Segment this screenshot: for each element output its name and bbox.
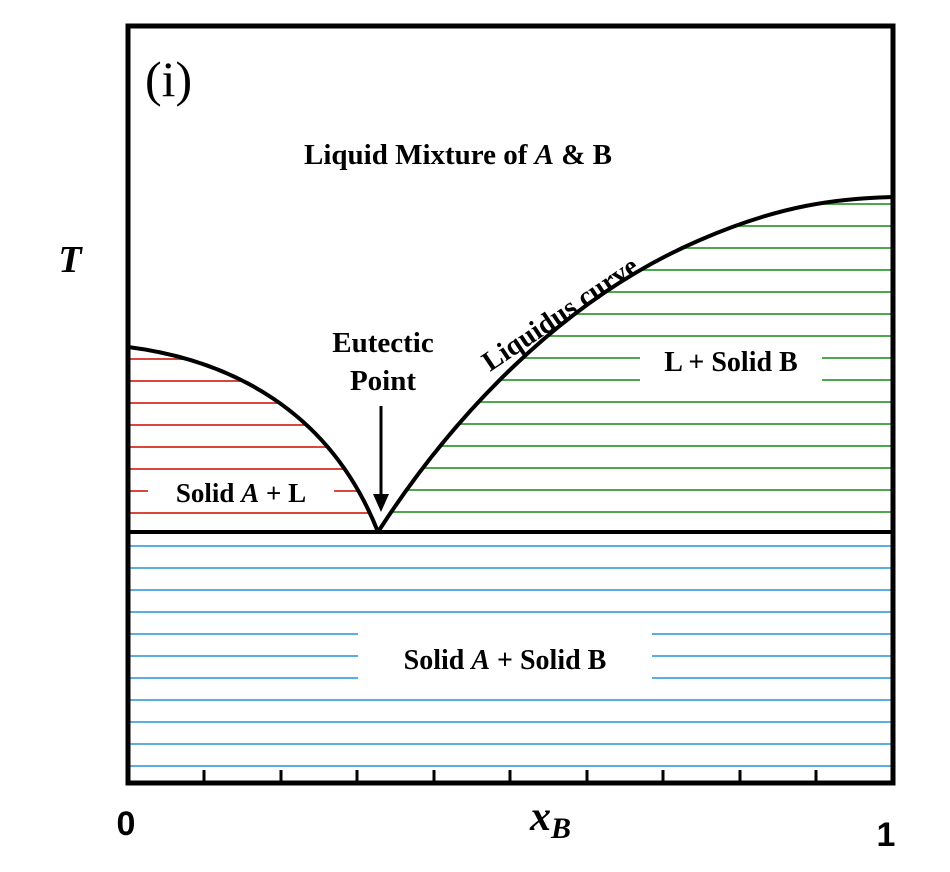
solid-ab-label: Solid A + Solid B bbox=[404, 645, 607, 676]
x-axis-max-label: 1 bbox=[877, 816, 896, 854]
x-axis-ticks bbox=[202, 770, 818, 783]
solid-a-liquid-label-bg bbox=[148, 476, 334, 512]
panel-label: (i) bbox=[145, 51, 192, 107]
solid-a-liquid-label: Solid A + L bbox=[176, 478, 306, 508]
eutectic-label-line2: Point bbox=[350, 365, 416, 397]
liquidus-curve-left bbox=[127, 345, 380, 533]
liquid-solid-b-label: L + Solid B bbox=[664, 347, 797, 378]
liquidus-curve-right bbox=[376, 195, 894, 534]
y-axis-label: T bbox=[58, 239, 83, 281]
x-axis-label: xB bbox=[529, 794, 571, 845]
eutectic-arrow-head bbox=[373, 494, 389, 512]
eutectic-label-line1: Eutectic bbox=[332, 327, 434, 359]
liquid-solid-b-label-bg bbox=[640, 343, 822, 381]
x-axis-min-label: 0 bbox=[117, 805, 136, 843]
liquid-region-label: Liquid Mixture of A & B bbox=[304, 139, 612, 171]
solid-ab-label-bg bbox=[358, 633, 652, 683]
